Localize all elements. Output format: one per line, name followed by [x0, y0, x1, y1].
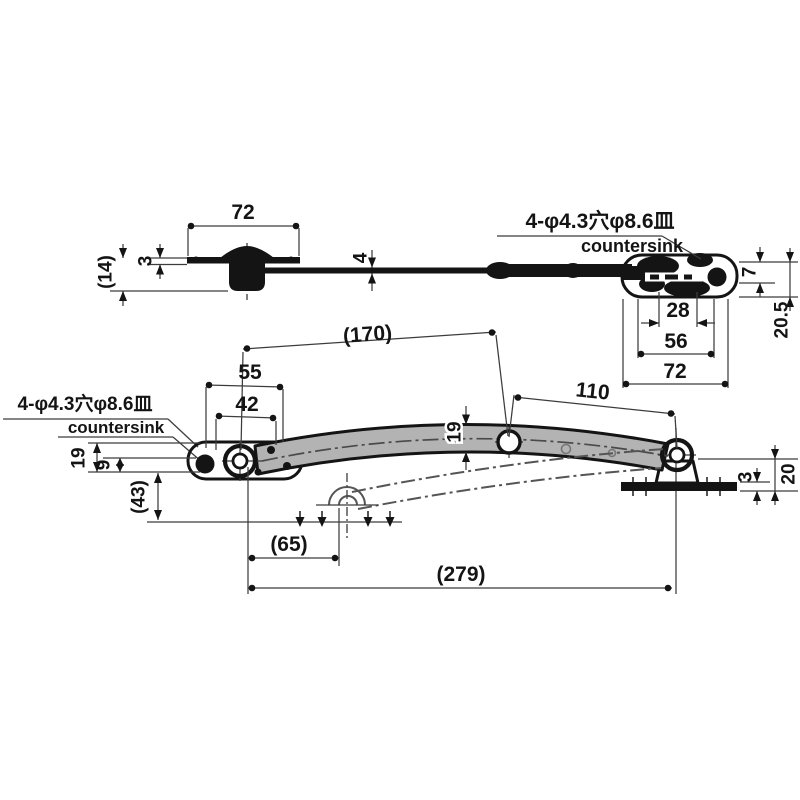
- dims-right-front: 3 20: [698, 445, 800, 505]
- fold-reference-row: [147, 511, 402, 527]
- dim-label-pitch-56: 56: [664, 330, 687, 353]
- dim-label-left-9: 9: [94, 460, 115, 471]
- dim-arm-width-19: 19: [442, 406, 470, 470]
- dim-label-arm-thickness: 4: [351, 252, 372, 263]
- dim-left-top: 3 (14): [96, 244, 228, 306]
- screw-mark: [317, 511, 327, 527]
- dim-label-bracket-55: 55: [238, 361, 262, 384]
- dim-label-plate-width: 72: [231, 201, 254, 224]
- screw-mark: [363, 511, 373, 527]
- dim-label-span-170: (170): [342, 321, 393, 347]
- dim-arm-thickness-4: 4: [351, 250, 376, 291]
- base-plate-profile: [187, 243, 300, 300]
- dim-label-pitch-28: 28: [666, 299, 690, 322]
- left-bracket-details: [195, 441, 291, 481]
- dim-label-end-height: 20.5: [772, 301, 793, 338]
- hole-note-front-en: countersink: [68, 418, 165, 437]
- hole-note-top-en: countersink: [581, 236, 684, 256]
- dim-label-base-3: 3: [736, 472, 757, 483]
- dims-below-end-bracket: 28 56 72: [622, 292, 729, 388]
- dim-label-fold-65: (65): [270, 533, 307, 556]
- dim-span-170: (170): [240, 321, 509, 451]
- dim-label-bracket-42: 42: [235, 393, 258, 416]
- dim-label-end-width: 72: [663, 360, 686, 383]
- dim-label-arm-110: 110: [575, 378, 611, 404]
- dim-label-left-43: (43): [129, 480, 150, 514]
- folded-position-phantom: [316, 448, 665, 540]
- dim-arm-110: 110: [508, 378, 678, 449]
- dim-overall-279: (279): [248, 563, 672, 592]
- front-view: 4-φ4.3穴φ8.6皿 countersink: [3, 321, 800, 594]
- hole-note-front-jp: 4-φ4.3穴φ8.6皿: [18, 392, 153, 415]
- dim-label-overall-279: (279): [436, 563, 485, 586]
- dim-fold-65: (65): [247, 467, 340, 594]
- hole-note-front: 4-φ4.3穴φ8.6皿 countersink: [3, 392, 203, 463]
- screw-mark: [295, 511, 305, 527]
- dim-plate-width-72: 72: [187, 201, 300, 256]
- dims-right-top: 7 20.5: [739, 247, 798, 338]
- screw-mark: [385, 511, 395, 527]
- curved-arm: [253, 422, 670, 476]
- dim-label-base-20: 20: [779, 463, 800, 484]
- hole-note-top-jp: 4-φ4.3穴φ8.6皿: [525, 209, 674, 233]
- dim-label-height-ref: (14): [96, 255, 117, 289]
- hole-note-top: 4-φ4.3穴φ8.6皿 countersink: [497, 209, 702, 260]
- dim-label-plate-thickness: 3: [136, 256, 157, 267]
- dims-bracket-55-42: 55 42: [205, 361, 284, 450]
- dim-label-arm-width: 19: [445, 421, 466, 442]
- end-bracket-top: [620, 253, 739, 299]
- dim-label-end-offset: 7: [740, 267, 761, 278]
- dims-left-front: 19 9 (43): [69, 442, 200, 520]
- arm-bar-edge: [260, 262, 640, 279]
- top-view: 72 3 (14): [96, 201, 798, 388]
- dim-label-left-19: 19: [69, 447, 90, 468]
